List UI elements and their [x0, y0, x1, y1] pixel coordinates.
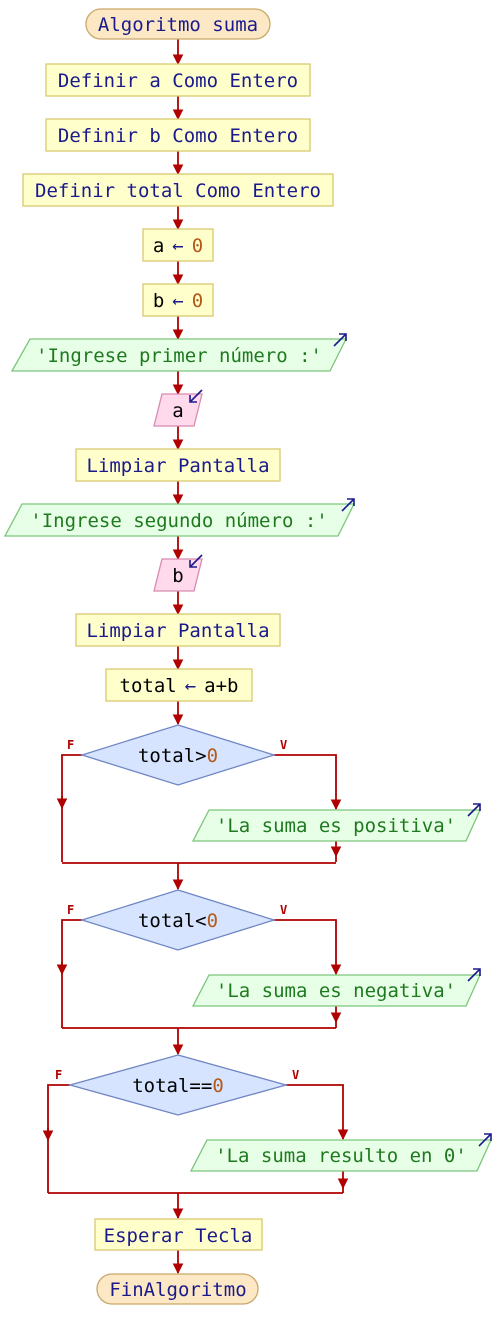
decision3-branches: [42, 1084, 349, 1275]
prompt1-output: 'Ingrese primer número :': [10, 333, 348, 372]
decision2-true-label: V: [280, 903, 287, 917]
decision1-true-label: V: [280, 738, 287, 752]
assign-b-op: ←: [172, 290, 183, 312]
clear2-label: Limpiar Pantalla: [86, 620, 269, 642]
assign-a-process: a ← 0: [142, 228, 214, 262]
define-total-label: Definir total Como Entero: [35, 180, 321, 202]
decision3-false-label: F: [55, 1068, 62, 1082]
svg-text:total==0: total==0: [132, 1075, 224, 1097]
svg-text:b←0: b ← 0: [153, 290, 203, 312]
define-a-process: Definir a Como Entero: [45, 63, 311, 97]
define-total-process: Definir total Como Entero: [22, 173, 334, 207]
svg-text:a←0: a ← 0: [153, 235, 203, 257]
read-b-input: b: [153, 554, 203, 592]
decision2-lhs: total<: [138, 910, 207, 932]
read-b-label: b: [172, 565, 183, 587]
start-label: Algoritmo suma: [98, 14, 258, 36]
output-arrow-icon: [341, 498, 355, 512]
decision2-branches: [56, 919, 342, 1056]
assign-b-var: b: [153, 290, 164, 312]
assign-a-var: a: [153, 235, 164, 257]
read-a-label: a: [172, 400, 183, 422]
decision2-false-label: F: [67, 903, 74, 917]
prompt2-label: 'Ingrese segundo número :': [30, 510, 327, 532]
assign-total-process: total ← a+b: [105, 668, 253, 702]
decision1-branches: [56, 754, 342, 891]
end-label: FinAlgoritmo: [109, 1279, 246, 1301]
output-arrow-icon: [333, 333, 347, 347]
decision2-output-label: 'La suma es negativa': [216, 980, 456, 1002]
decision3-output-label: 'La suma resulto en 0': [215, 1145, 467, 1167]
wait-label: Esperar Tecla: [104, 1225, 253, 1247]
assign-b-process: b ← 0: [142, 283, 214, 317]
assign-total-expr: a+b: [204, 675, 238, 697]
assign-a-val: 0: [192, 235, 203, 257]
decision1-output-label: 'La suma es positiva': [216, 815, 456, 837]
assign-total-op: ←: [185, 675, 196, 697]
decision3-lhs: total==: [132, 1075, 212, 1097]
decision1-true-output: 'La suma es positiva': [191, 803, 482, 842]
svg-text:total←a+b: total ← a+b: [120, 675, 239, 697]
clear1-label: Limpiar Pantalla: [86, 455, 269, 477]
input-arrow-icon: [189, 554, 203, 568]
svg-text:total<0: total<0: [138, 910, 218, 932]
decision3-rhs: 0: [212, 1075, 223, 1097]
decision3-true-label: V: [292, 1068, 299, 1082]
end-terminal: FinAlgoritmo: [96, 1273, 259, 1305]
output-arrow-icon: [478, 1133, 492, 1147]
decision1-rhs: 0: [207, 745, 218, 767]
define-b-process: Definir b Como Entero: [45, 118, 311, 152]
prompt1-label: 'Ingrese primer número :': [36, 345, 322, 367]
wait-process: Esperar Tecla: [94, 1218, 263, 1251]
decision2-diamond: total<0 F V: [67, 889, 287, 951]
define-a-label: Definir a Como Entero: [58, 70, 298, 92]
decision1-false-label: F: [67, 738, 74, 752]
svg-text:total>0: total>0: [138, 745, 218, 767]
decision3-diamond: total==0 F V: [55, 1054, 299, 1116]
input-arrow-icon: [189, 389, 203, 403]
decision1-lhs: total>: [138, 745, 207, 767]
assign-a-op: ←: [172, 235, 183, 257]
clear2-process: Limpiar Pantalla: [75, 613, 281, 647]
assign-b-val: 0: [192, 290, 203, 312]
decision3-true-output: 'La suma resulto en 0': [189, 1133, 493, 1172]
read-a-input: a: [153, 389, 203, 427]
decision2-true-output: 'La suma es negativa': [191, 968, 482, 1007]
output-arrow-icon: [467, 803, 481, 817]
prompt2-output: 'Ingrese segundo número :': [3, 498, 356, 537]
decision1-diamond: total>0 F V: [67, 724, 287, 786]
assign-total-var: total: [120, 675, 177, 697]
decision2-rhs: 0: [207, 910, 218, 932]
clear1-process: Limpiar Pantalla: [75, 448, 281, 482]
start-terminal: Algoritmo suma: [85, 8, 271, 40]
output-arrow-icon: [467, 968, 481, 982]
define-b-label: Definir b Como Entero: [58, 125, 298, 147]
